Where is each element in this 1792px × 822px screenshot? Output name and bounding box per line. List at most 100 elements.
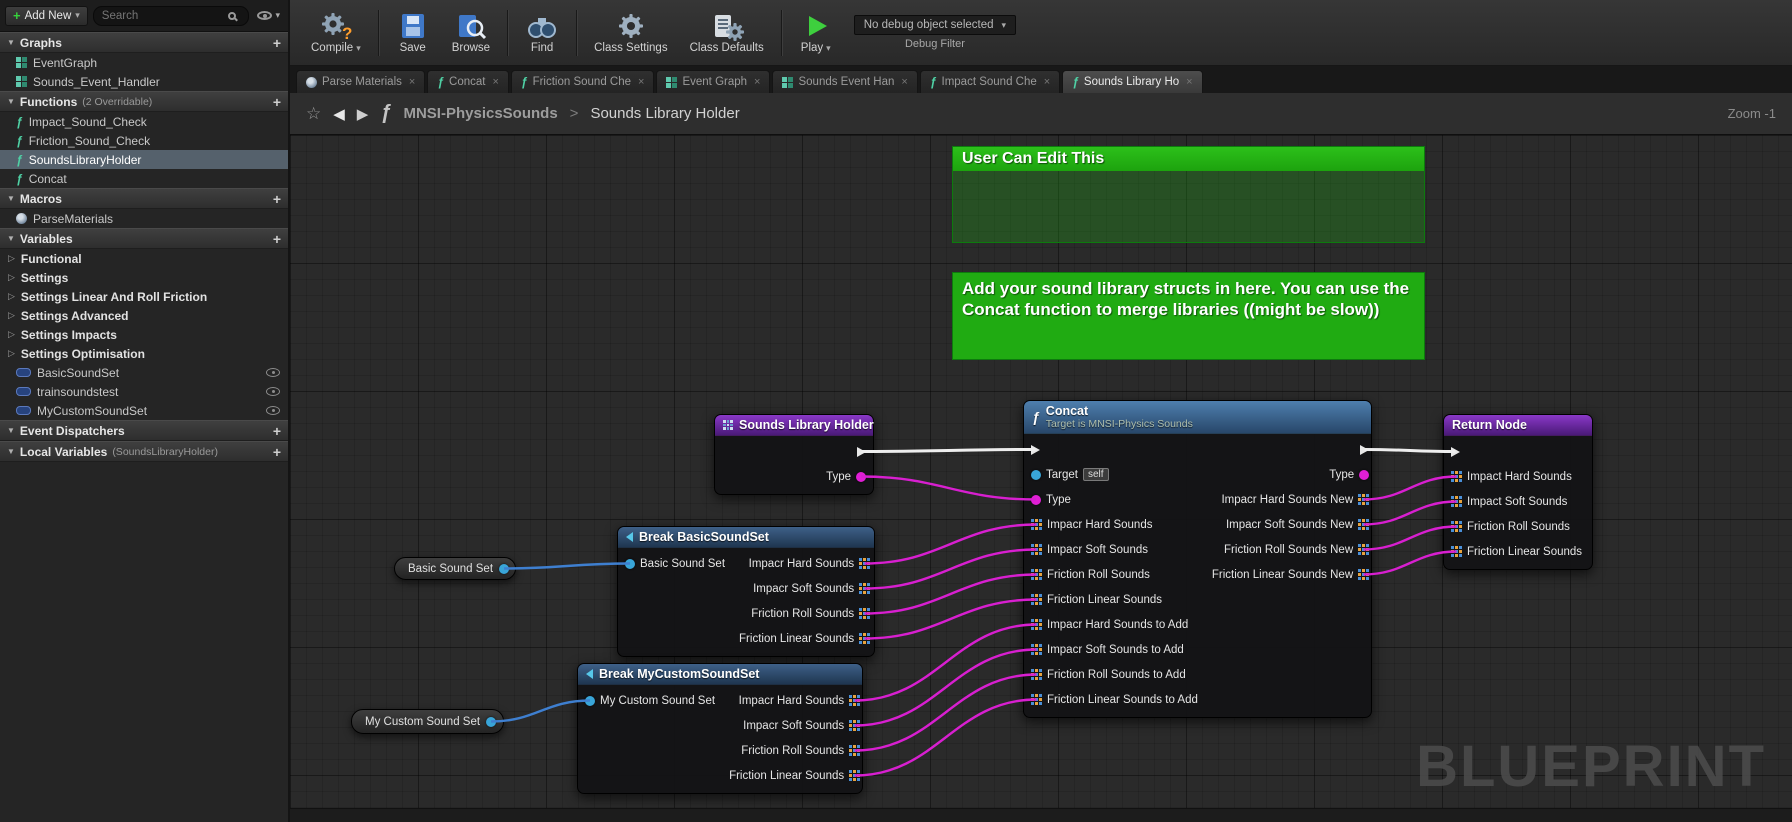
add-button[interactable]: + xyxy=(273,233,281,245)
sidebar-item-label: BasicSoundSet xyxy=(37,366,119,380)
tab-impact-sound-che[interactable]: ƒImpact Sound Che× xyxy=(920,70,1060,93)
sidebar-item-basicsoundset[interactable]: BasicSoundSet xyxy=(0,363,288,382)
graph-canvas[interactable]: User Can Edit ThisAdd your sound library… xyxy=(290,135,1792,822)
sidebar-section-suffix: (SoundsLibraryHolder) xyxy=(112,446,218,458)
struct-wire[interactable] xyxy=(865,600,1037,639)
struct-wire[interactable] xyxy=(865,550,1037,589)
sidebar-item-parsematerials[interactable]: ParseMaterials xyxy=(0,209,288,228)
struct-wire[interactable] xyxy=(865,525,1037,564)
macro-icon xyxy=(16,213,27,224)
exec-wire[interactable] xyxy=(862,450,1036,452)
add-new-button[interactable]: + Add New ▾ xyxy=(5,6,88,26)
toolbar-button-play[interactable]: Play▾ xyxy=(788,8,844,57)
sidebar-item-functional[interactable]: ▷Functional xyxy=(0,249,288,268)
add-button[interactable]: + xyxy=(273,425,281,437)
section-collapse-arrow-icon[interactable]: ▼ xyxy=(7,194,15,203)
tab-close-icon[interactable]: × xyxy=(638,76,644,88)
tab-parse-materials[interactable]: Parse Materials× xyxy=(296,70,425,93)
toolbar-button-save[interactable]: Save xyxy=(385,8,441,57)
add-button[interactable]: + xyxy=(273,446,281,458)
struct-wire[interactable] xyxy=(861,477,1036,500)
function-icon: ƒ xyxy=(16,134,23,148)
breadcrumb-current: Sounds Library Holder xyxy=(590,105,739,122)
expand-arrow-icon[interactable]: ▷ xyxy=(8,253,15,264)
sidebar-item-trainsoundstest[interactable]: trainsoundstest xyxy=(0,382,288,401)
expand-arrow-icon[interactable]: ▷ xyxy=(8,329,15,340)
section-collapse-arrow-icon[interactable]: ▼ xyxy=(7,38,15,47)
struct-wire[interactable] xyxy=(855,700,1037,776)
add-button[interactable]: + xyxy=(273,193,281,205)
sidebar-item-concat[interactable]: ƒConcat xyxy=(0,169,288,188)
struct-wire[interactable] xyxy=(1364,527,1457,550)
tab-event-graph[interactable]: Event Graph× xyxy=(656,70,770,93)
sidebar-item-impact-sound-check[interactable]: ƒImpact_Sound_Check xyxy=(0,112,288,131)
toolbar-button-find[interactable]: Find xyxy=(514,8,570,57)
expand-arrow-icon[interactable]: ▷ xyxy=(8,291,15,302)
sidebar-item-friction-sound-check[interactable]: ƒFriction_Sound_Check xyxy=(0,131,288,150)
tab-concat[interactable]: ƒConcat× xyxy=(427,70,509,93)
sidebar-section-graphs[interactable]: ▼Graphs+ xyxy=(0,32,288,53)
back-arrow-icon[interactable]: ◀ xyxy=(333,105,345,123)
tab-sounds-event-han[interactable]: Sounds Event Han× xyxy=(772,70,917,93)
section-collapse-arrow-icon[interactable]: ▼ xyxy=(7,97,15,106)
sidebar-section-functions[interactable]: ▼Functions(2 Overridable)+ xyxy=(0,91,288,112)
sidebar-item-sounds-event-handler[interactable]: Sounds_Event_Handler xyxy=(0,72,288,91)
tab-close-icon[interactable]: × xyxy=(492,76,498,88)
struct-wire[interactable] xyxy=(865,575,1037,614)
section-collapse-arrow-icon[interactable]: ▼ xyxy=(7,426,15,435)
forward-arrow-icon[interactable]: ▶ xyxy=(357,105,369,123)
exec-wire[interactable] xyxy=(1365,450,1456,452)
breadcrumb-root[interactable]: MNSI-PhysicsSounds xyxy=(403,105,557,122)
sidebar-section-variables[interactable]: ▼Variables+ xyxy=(0,228,288,249)
struct-wire[interactable] xyxy=(855,675,1037,751)
expand-arrow-icon[interactable]: ▷ xyxy=(8,310,15,321)
struct-wire[interactable] xyxy=(1364,502,1457,525)
tab-close-icon[interactable]: × xyxy=(901,76,907,88)
visibility-eye-icon[interactable] xyxy=(266,368,280,377)
sidebar-section-label: Event Dispatchers xyxy=(20,424,125,438)
sidebar-item-soundslibraryholder[interactable]: ƒSoundsLibraryHolder xyxy=(0,150,288,169)
expand-arrow-icon[interactable]: ▷ xyxy=(8,348,15,359)
sidebar-item-label: Settings Optimisation xyxy=(21,347,145,361)
expand-arrow-icon[interactable]: ▷ xyxy=(8,272,15,283)
tab-friction-sound-che[interactable]: ƒFriction Sound Che× xyxy=(511,70,655,93)
struct-wire[interactable] xyxy=(1364,477,1457,500)
toolbar-button-compile[interactable]: ?Compile▾ xyxy=(300,8,372,57)
struct-wire[interactable] xyxy=(855,650,1037,726)
sidebar-section-macros[interactable]: ▼Macros+ xyxy=(0,188,288,209)
tab-label: Sounds Library Ho xyxy=(1084,76,1179,88)
search-input[interactable] xyxy=(93,6,250,26)
sidebar-item-settings-impacts[interactable]: ▷Settings Impacts xyxy=(0,325,288,344)
section-collapse-arrow-icon[interactable]: ▼ xyxy=(7,234,15,243)
tab-close-icon[interactable]: × xyxy=(1044,76,1050,88)
macro-icon xyxy=(306,77,317,88)
visibility-filter-button[interactable]: ▾ xyxy=(254,10,283,21)
visibility-eye-icon[interactable] xyxy=(266,406,280,415)
toolbar-button-class-defaults[interactable]: Class Defaults xyxy=(679,8,775,57)
struct-wire[interactable] xyxy=(1364,552,1457,575)
object-wire[interactable] xyxy=(491,701,590,722)
add-button[interactable]: + xyxy=(273,96,281,108)
toolbar-button-class-settings[interactable]: Class Settings xyxy=(583,8,679,57)
toolbar-button-browse[interactable]: Browse xyxy=(441,8,501,57)
object-wire[interactable] xyxy=(504,564,630,569)
my-blueprint-panel: + Add New ▾ ▾ ▼Graphs+EventGraphSounds_E… xyxy=(0,0,290,822)
tab-sounds-library-ho[interactable]: ƒSounds Library Ho× xyxy=(1062,70,1202,93)
tab-close-icon[interactable]: × xyxy=(754,76,760,88)
sidebar-item-settings-linear-and-roll-friction[interactable]: ▷Settings Linear And Roll Friction xyxy=(0,287,288,306)
sidebar-item-settings-optimisation[interactable]: ▷ Settings Optimisation xyxy=(0,344,288,363)
struct-wire[interactable] xyxy=(855,625,1037,701)
sidebar-section-local-variables[interactable]: ▼Local Variables(SoundsLibraryHolder)+ xyxy=(0,441,288,462)
tab-close-icon[interactable]: × xyxy=(409,76,415,88)
sidebar-section-event-dispatchers[interactable]: ▼ Event Dispatchers + xyxy=(0,420,288,441)
debug-object-dropdown[interactable]: No debug object selected ▾ xyxy=(854,15,1016,35)
sidebar-item-settings[interactable]: ▷Settings xyxy=(0,268,288,287)
section-collapse-arrow-icon[interactable]: ▼ xyxy=(7,447,15,456)
sidebar-item-mycustomsoundset[interactable]: MyCustomSoundSet xyxy=(0,401,288,420)
add-button[interactable]: + xyxy=(273,37,281,49)
tab-close-icon[interactable]: × xyxy=(1186,76,1192,88)
sidebar-item-settings-advanced[interactable]: ▷Settings Advanced xyxy=(0,306,288,325)
bookmark-star-icon[interactable]: ☆ xyxy=(306,104,321,124)
sidebar-item-eventgraph[interactable]: EventGraph xyxy=(0,53,288,72)
visibility-eye-icon[interactable] xyxy=(266,387,280,396)
